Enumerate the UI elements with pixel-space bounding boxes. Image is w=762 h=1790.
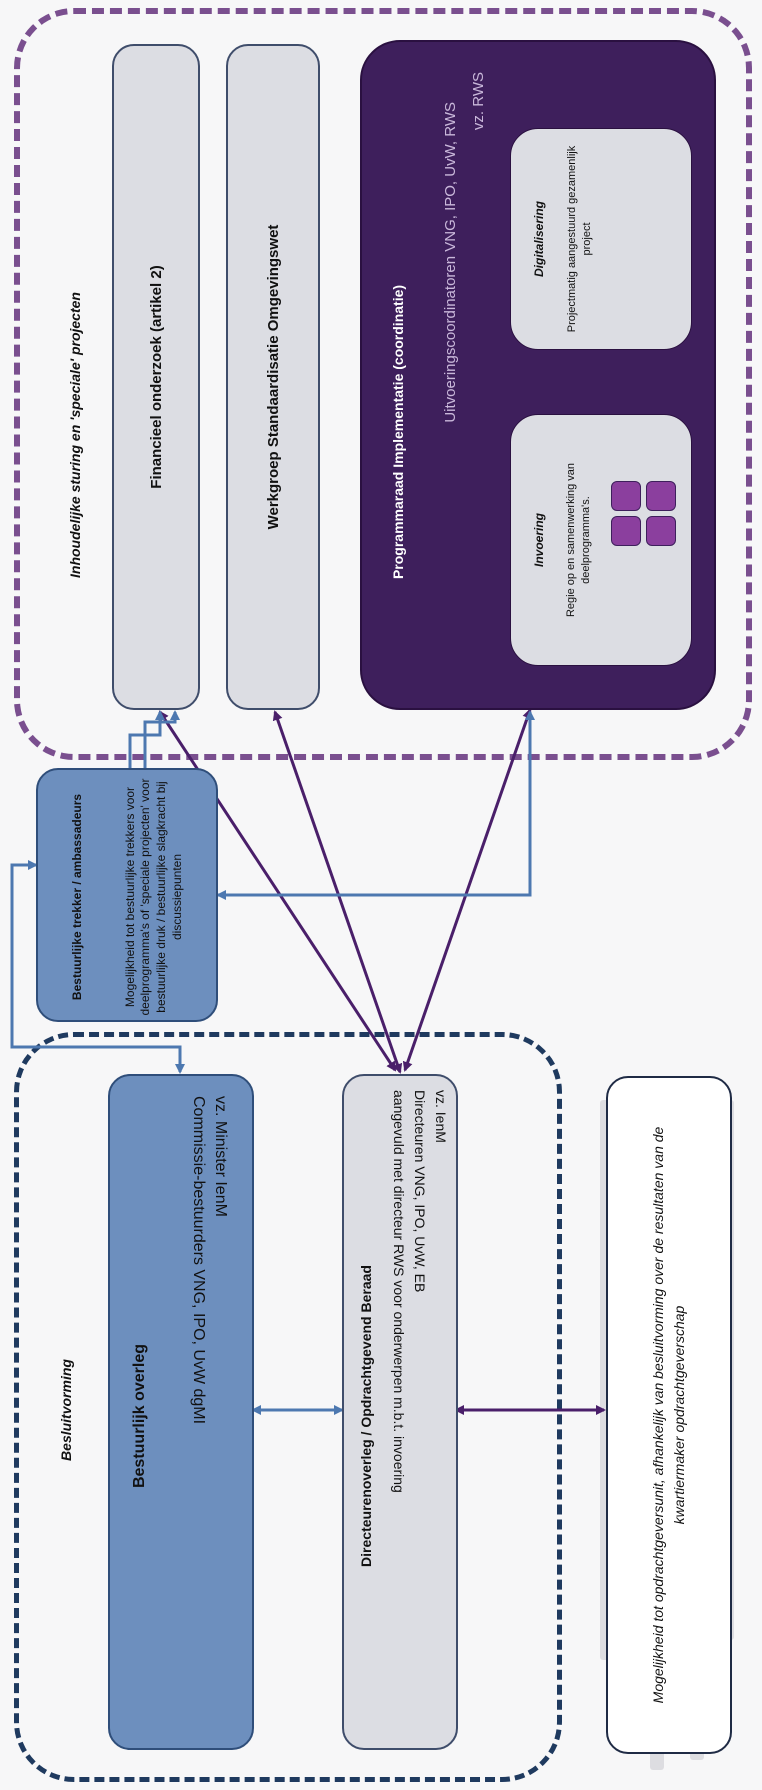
deelprogramma-tiles-icon [611,481,677,547]
financieel-onderzoek-box: Financieel onderzoek (artikel 2) [112,44,200,710]
digitalisering-title: Digitalisering [532,201,546,278]
directeurenoverleg-chair: vz. IenM [433,1090,450,1143]
directeurenoverleg-box: Directeurenoverleg / Opdrachtgevend Bera… [342,1074,458,1750]
bestuurlijk-overleg-title-wrap: Bestuurlijk overleg [116,1206,164,1626]
bestuurlijk-overleg-chair: vz. Minister IenM [212,1096,230,1217]
trekker-text-wrap: Mogelijkheid tot bestuurlijke trekkers v… [100,778,208,1016]
opdrachtgever-note-box: Mogelijkheid tot opdrachtgeversunit, afh… [606,1076,732,1754]
werkgroep-box: Werkgroep Standaardisatie Omgevingswet [226,44,320,710]
invoering-box: Invoering Regie op en samenwerking van d… [510,414,692,666]
opdrachtgever-note: Mogelijkheid tot opdrachtgeversunit, afh… [650,1126,687,1704]
invoering-title-wrap: Invoering [525,425,553,655]
directeurenoverleg-members: Directeuren VNG, IPO, UvW, EB [412,1090,429,1293]
financieel-onderzoek-label: Financieel onderzoek (artikel 2) [147,265,165,489]
digitalisering-text: Projectmatig aangestuurd gezamenlijk pro… [566,145,593,333]
invoering-text: Regie op en samenwerking van deelprogram… [565,462,592,618]
directeurenoverleg-extra: aangevuld met directeur RWS voor onderwe… [391,1090,408,1493]
invoering-text-wrap: Regie op en samenwerking van deelprogram… [555,425,603,655]
bestuurlijk-overleg-box: Bestuurlijk overleg vz. Minister IenM Co… [108,1074,254,1750]
digitalisering-text-wrap: Projectmatig aangestuurd gezamenlijk pro… [555,139,605,339]
trekker-title-wrap: Bestuurlijke trekker / ambassadeurs [56,780,100,1014]
programmaraad-chair: vz. RWS [469,72,487,131]
digitalisering-box: Digitalisering Projectmatig aangestuurd … [510,128,692,350]
trekker-text: Mogelijkheid tot bestuurlijke trekkers v… [122,778,184,1016]
programmaraad-box: Programmaraad Implementatie (coordinatie… [360,40,716,710]
directeurenoverleg-details-wrap: vz. IenM Directeuren VNG, IPO, UvW, EB a… [384,1090,456,1740]
trekker-title: Bestuurlijke trekker / ambassadeurs [70,793,85,1001]
programmaraad-title: Programmaraad Implementatie (coordinatie… [390,284,406,580]
directeurenoverleg-title: Directeurenoverleg / Opdrachtgevend Bera… [358,1265,374,1567]
bestuurlijk-overleg-title: Bestuurlijk overleg [131,1343,148,1489]
digitalisering-title-wrap: Digitalisering [525,139,553,339]
programmaraad-title-wrap: Programmaraad Implementatie (coordinatie… [378,202,418,662]
bestuurlijk-overleg-members: Commissie-bestuurders VNG, IPO, UvW dgMI [190,1096,207,1425]
directeurenoverleg-title-wrap: Directeurenoverleg / Opdrachtgevend Bera… [348,1136,384,1696]
invoering-title: Invoering [532,513,546,568]
bestuurlijke-trekker-box: Bestuurlijke trekker / ambassadeurs Moge… [36,768,218,1022]
werkgroep-label: Werkgroep Standaardisatie Omgevingswet [264,224,282,530]
bestuurlijk-overleg-details-wrap: vz. Minister IenM Commissie-bestuurders … [166,1096,252,1616]
programmaraad-chair-wrap: vz. RWS [458,72,498,192]
